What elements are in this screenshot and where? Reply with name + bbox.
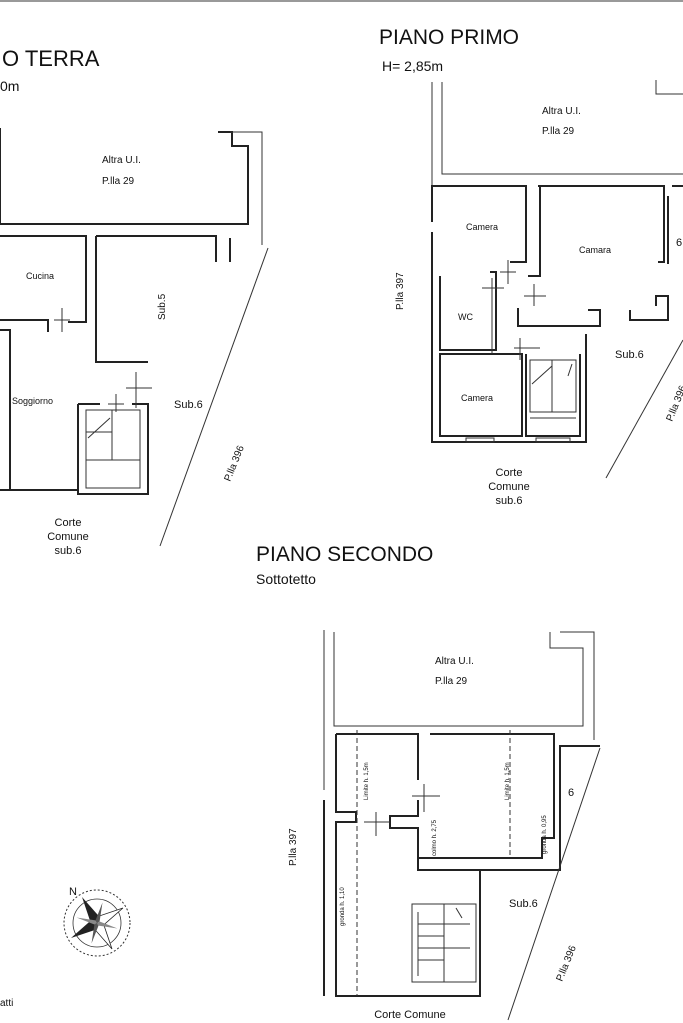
first-court-label: Corte Comune sub.6 xyxy=(488,467,530,507)
second-other-unit-label: Altra U.I. xyxy=(435,656,474,667)
ground-court-line-2: Comune xyxy=(47,531,89,543)
first-sub6-label: Sub.6 xyxy=(615,349,644,361)
second-sub6-label: Sub.6 xyxy=(509,898,538,910)
ground-other-unit-label: Altra U.I. xyxy=(102,155,141,166)
second-parcel-left: P.lla 397 xyxy=(288,828,299,866)
first-other-unit-parcel: P.lla 29 xyxy=(542,126,575,137)
ground-floor-title: O TERRA xyxy=(2,46,100,71)
first-parcel-left: P.lla 397 xyxy=(395,272,406,310)
compass-rose: N xyxy=(63,886,131,957)
footer-fragment: atti xyxy=(0,998,13,1009)
ground-floor-plan: O TERRA 0m Altra U.I. P.lla 29 Cucina So… xyxy=(0,46,269,557)
first-room-bedroom-big: Camara xyxy=(579,245,611,255)
second-parcel-right: P.lla 396 xyxy=(555,944,579,983)
second-floor-subtitle: Sottotetto xyxy=(256,571,316,587)
first-room-bedroom-bottom: Camera xyxy=(461,393,493,403)
ground-sub5-label: Sub.5 xyxy=(157,293,168,320)
first-room-bedroom-top: Camera xyxy=(466,222,498,232)
first-floor-height: H= 2,85m xyxy=(382,58,443,74)
ground-parcel-right: P.lla 396 xyxy=(223,444,247,483)
ground-sub6-label: Sub.6 xyxy=(174,399,203,411)
first-court-line-3: sub.6 xyxy=(496,495,523,507)
first-court-line-2: Comune xyxy=(488,481,530,493)
first-floor-plan: PIANO PRIMO H= 2,85m Altra U.I. P.lla 29… xyxy=(379,26,683,507)
second-height-ridge: colmo h. 2,75 xyxy=(432,819,438,856)
second-six-label: 6 xyxy=(568,787,574,799)
first-room-wc: WC xyxy=(458,312,473,322)
first-six-label: 6 xyxy=(676,237,682,249)
ground-floor-height: 0m xyxy=(0,78,19,94)
second-floor-plan: PIANO SECONDO Sottotetto Altra U.I. P.ll… xyxy=(256,543,601,1021)
second-height-limit-left: Limite h. 1,5m xyxy=(364,762,370,800)
second-other-unit-parcel: P.lla 29 xyxy=(435,676,468,687)
second-height-limit-right: Limite h. 1,5m xyxy=(505,762,511,800)
ground-other-unit-parcel: P.lla 29 xyxy=(102,176,135,187)
first-floor-title: PIANO PRIMO xyxy=(379,26,519,49)
second-floor-title: PIANO SECONDO xyxy=(256,543,433,566)
first-other-unit-label: Altra U.I. xyxy=(542,106,581,117)
second-court-label: Corte Comune xyxy=(374,1009,446,1021)
ground-room-living: Soggiorno xyxy=(12,396,53,406)
first-parcel-right: P.lla 396 xyxy=(665,384,683,423)
compass-star-icon xyxy=(71,897,124,950)
second-height-eave-left: gronda h. 1,10 xyxy=(340,887,346,926)
ground-court-line-3: sub.6 xyxy=(55,545,82,557)
second-height-eave-right: gronda h. 0,95 xyxy=(542,815,548,854)
first-court-line-1: Corte xyxy=(496,467,523,479)
ground-room-kitchen: Cucina xyxy=(26,271,54,281)
ground-court-label: Corte Comune sub.6 xyxy=(47,517,89,557)
compass-north-label: N xyxy=(69,886,77,898)
ground-court-line-1: Corte xyxy=(55,517,82,529)
